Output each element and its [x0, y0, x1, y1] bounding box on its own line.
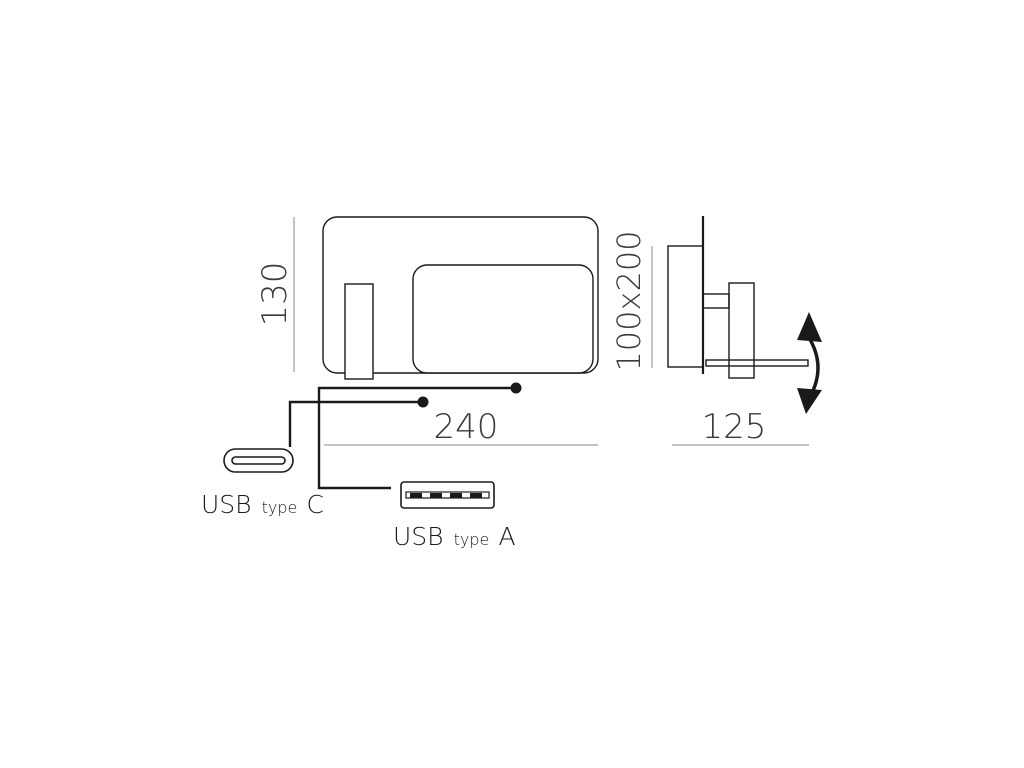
usb-a-leader — [317, 386, 516, 490]
usb-c-port-icon — [223, 448, 294, 473]
side-head — [728, 282, 755, 379]
usb-a-label-main: USB — [393, 522, 444, 551]
depth-dimension-label: 125 — [702, 407, 767, 447]
side-rod — [705, 359, 809, 367]
side-view — [667, 216, 809, 379]
width-dimension-label: 240 — [434, 407, 499, 447]
dimension-lines — [293, 217, 809, 446]
usb-a-port-icon — [400, 481, 495, 509]
side-arm — [702, 293, 730, 309]
usb-a-label-sub: type — [454, 530, 490, 549]
usb-c-label-letter: C — [306, 490, 323, 519]
side-back-plate — [667, 245, 704, 368]
usb-a-label: USB type A — [393, 522, 516, 551]
rotation-arrow-icon — [797, 312, 822, 414]
usb-c-label-main: USB — [201, 490, 252, 519]
usb-c-leader — [288, 400, 423, 447]
usb-a-label-letter: A — [498, 522, 515, 551]
switch-module — [344, 283, 374, 380]
height-dimension-label: 130 — [255, 262, 295, 327]
panel-dimension-label: 100x200 — [610, 230, 648, 371]
usb-c-leader-dot — [417, 396, 429, 408]
usb-c-label: USB type C — [201, 490, 324, 519]
cable-leaders — [288, 386, 516, 490]
led-panel — [412, 264, 594, 374]
usb-c-label-sub: type — [262, 498, 298, 517]
usb-a-leader-dot — [510, 382, 522, 394]
front-view — [322, 216, 599, 380]
